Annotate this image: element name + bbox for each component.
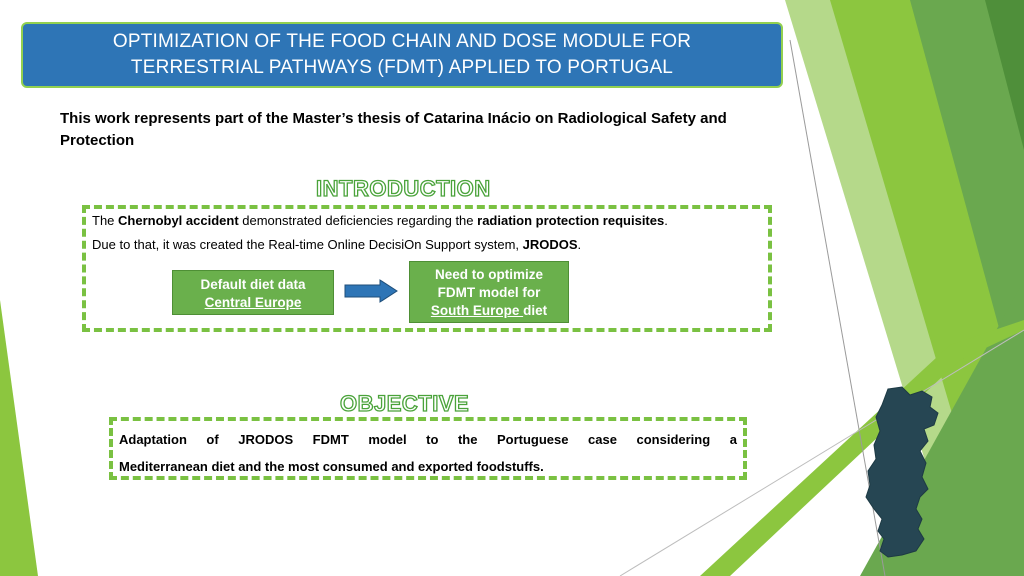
title-line-1: OPTIMIZATION OF THE FOOD CHAIN AND DOSE … <box>112 31 692 52</box>
objective-frame <box>109 417 747 480</box>
jrodos-line: Due to that, it was created the Real-tim… <box>92 237 582 252</box>
slide-title: OPTIMIZATION OF THE FOOD CHAIN AND DOSE … <box>21 22 783 88</box>
right-arrow-icon <box>344 279 398 303</box>
objective-text: Adaptation of JRODOS FDMT model to the P… <box>119 426 737 480</box>
optimize-need-box: Need to optimize FDMT model for South Eu… <box>409 261 569 323</box>
objective-heading: OBJECTIVE <box>336 390 474 417</box>
thesis-statement: This work represents part of the Master’… <box>60 110 727 149</box>
objective-line-1: Adaptation of JRODOS FDMT model to the P… <box>119 432 737 447</box>
chernobyl-line: The Chernobyl accident demonstrated defi… <box>92 213 668 228</box>
radiation-protection-text: radiation protection requisites <box>477 213 665 228</box>
objective-line-2: Mediterranean diet and the most consumed… <box>119 459 544 474</box>
south-europe-link: South Europe <box>430 303 524 318</box>
introduction-frame <box>82 205 772 332</box>
default-diet-box: Default diet data Central Europe <box>172 270 334 315</box>
title-line-2: TERRESTRIAL PATHWAYS (FDMT) APPLIED TO P… <box>130 57 674 78</box>
jrodos-text: JRODOS <box>522 237 578 252</box>
chernobyl-accident-text: Chernobyl accident <box>118 213 239 228</box>
portugal-map-icon <box>865 386 939 558</box>
introduction-heading: INTRODUCTION <box>312 175 495 202</box>
central-europe-link: Central Europe <box>204 295 302 310</box>
